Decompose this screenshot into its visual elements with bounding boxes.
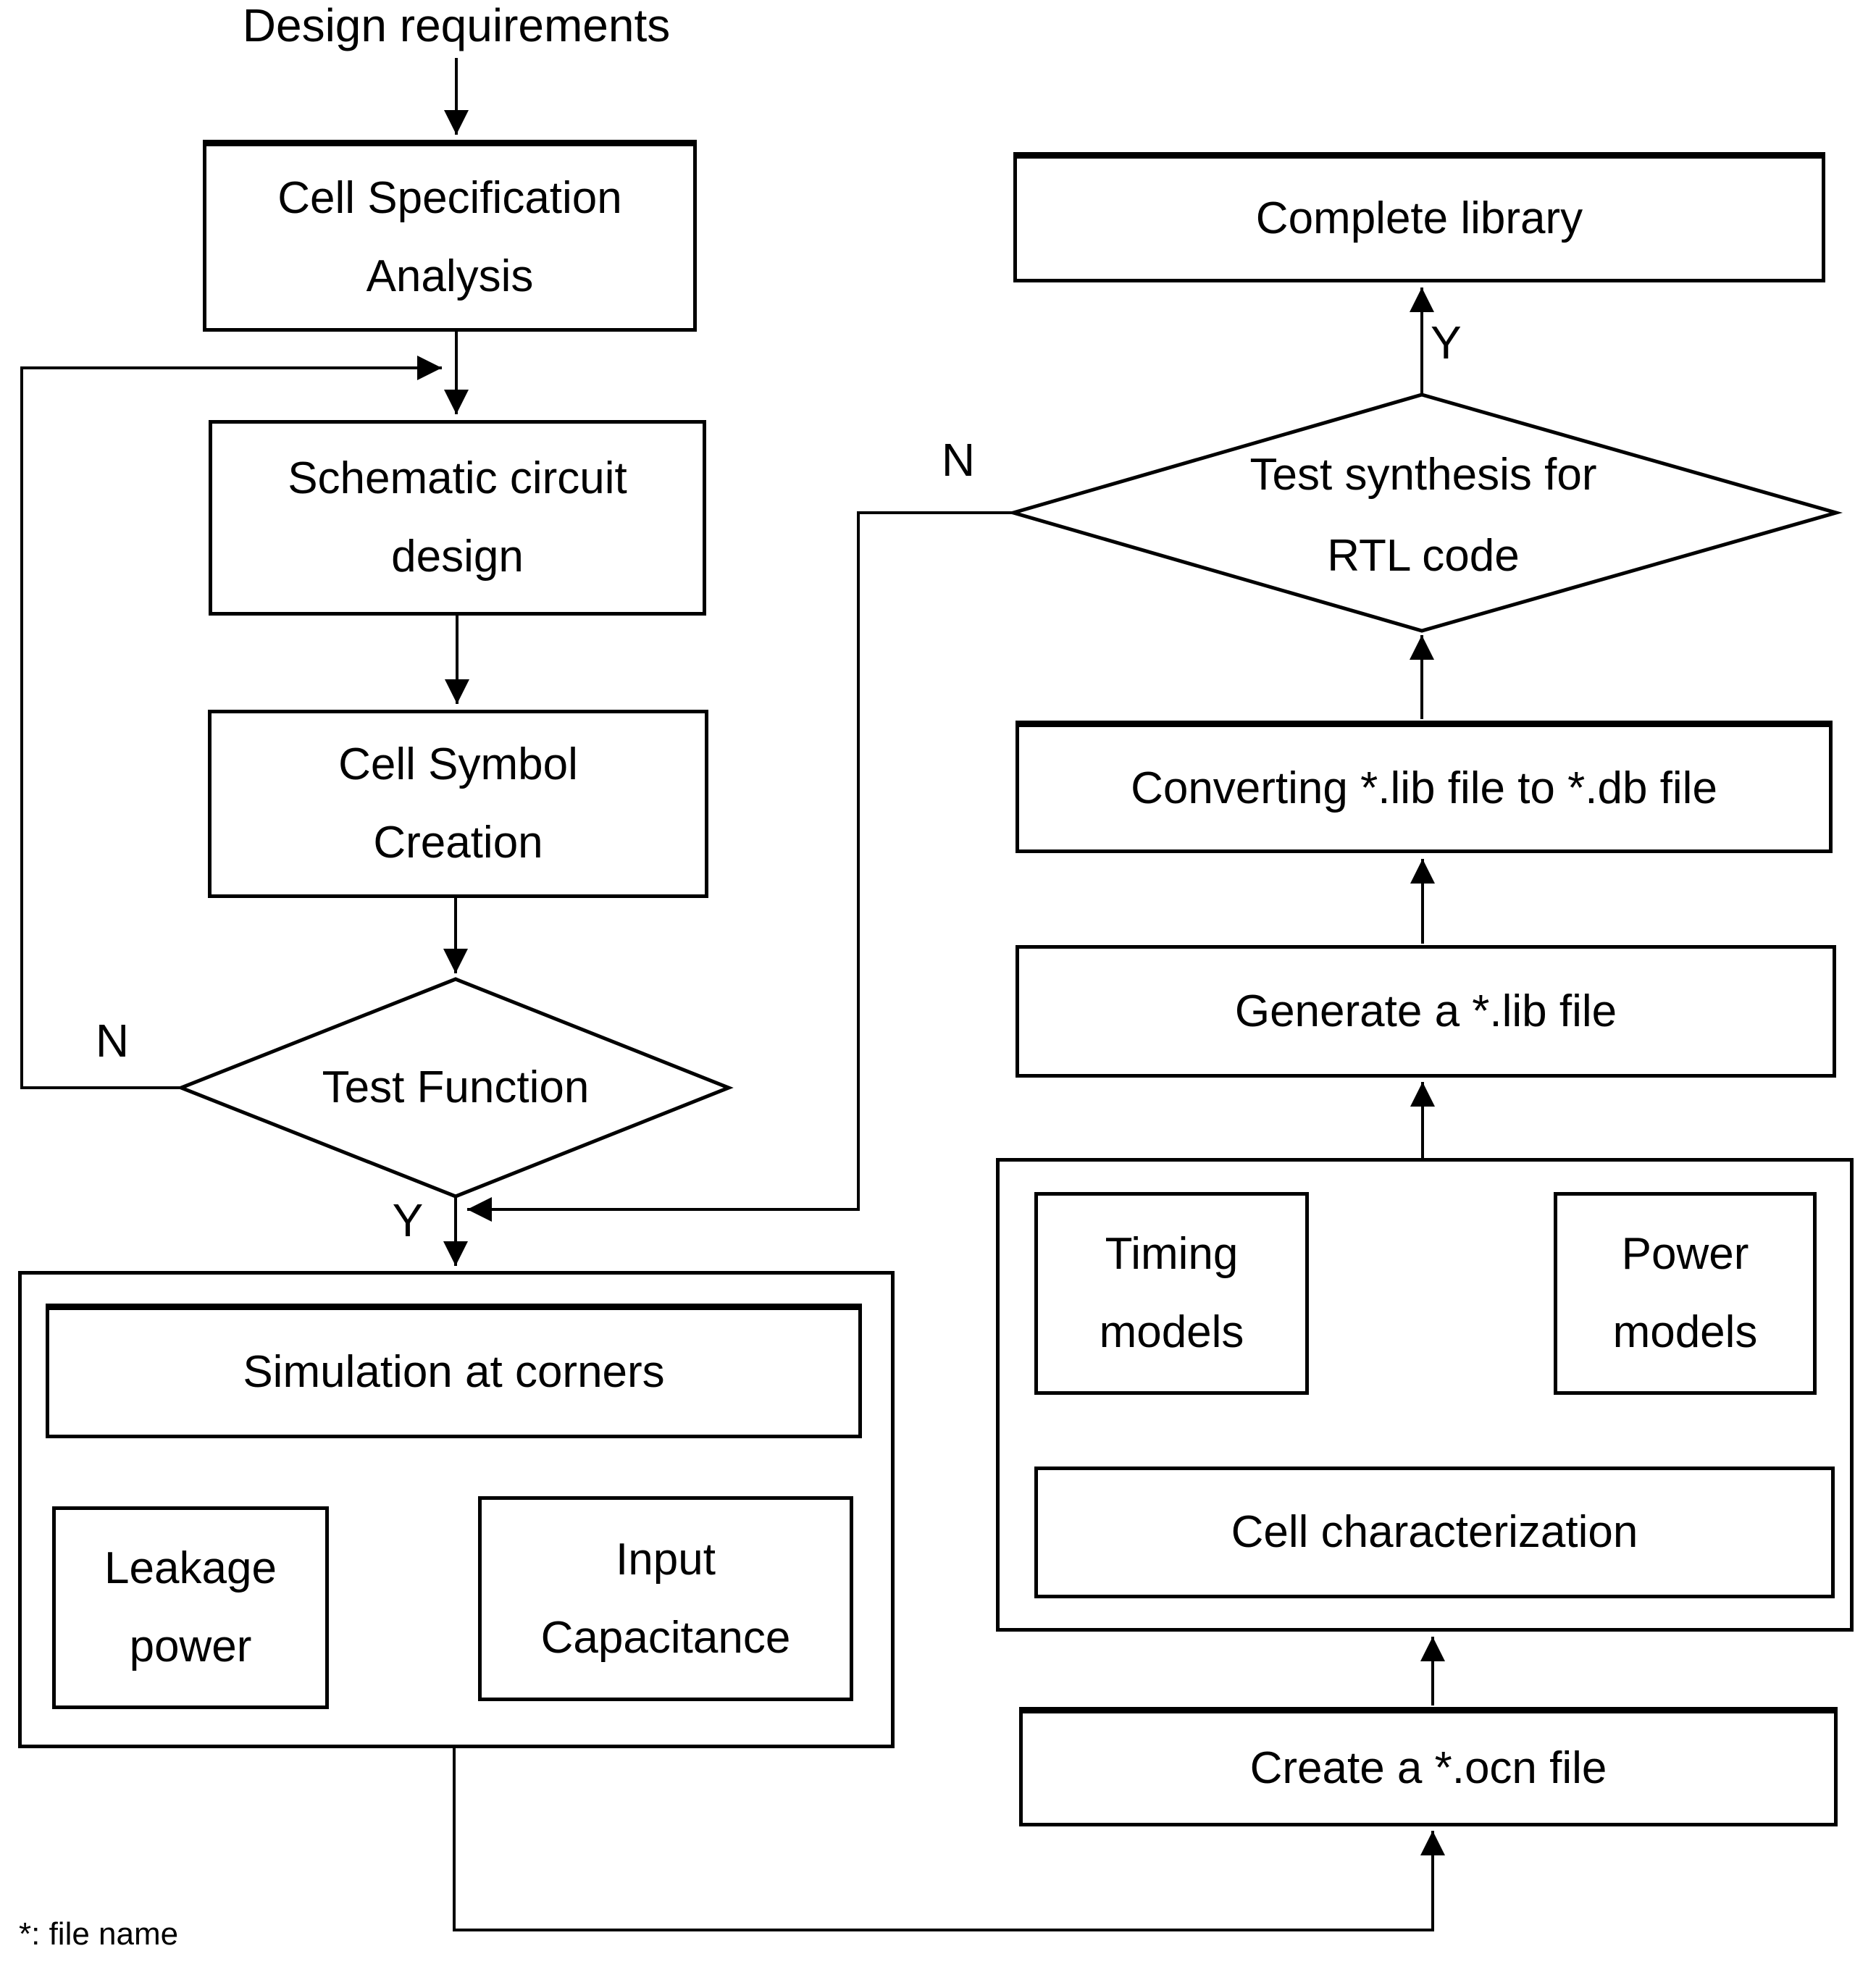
- node-label-line: models: [1099, 1307, 1244, 1357]
- node-label-line: Timing: [1105, 1229, 1239, 1279]
- node-timing-models: Timing models: [1034, 1192, 1309, 1395]
- node-label-line: Leakage: [104, 1543, 277, 1593]
- edge-test-function-no-loop: [20, 356, 442, 1089]
- branch-label-test-synthesis-no: N: [941, 434, 976, 486]
- node-input-capacitance: Input Capacitance: [478, 1496, 853, 1701]
- node-label-line: Cell Symbol: [338, 739, 578, 789]
- node-complete-library: Complete library: [1013, 152, 1825, 282]
- node-label-line: Input: [616, 1534, 716, 1585]
- node-create-ocn-file: Create a *.ocn file: [1019, 1707, 1838, 1826]
- node-label-line: Generate a *.lib file: [1234, 986, 1617, 1036]
- node-cell-characterization: Cell characterization: [1034, 1467, 1835, 1598]
- node-power-models: Power models: [1554, 1192, 1817, 1395]
- node-schematic-circuit-design: Schematic circuit design: [209, 420, 706, 616]
- node-label-line: Schematic circuit: [288, 453, 627, 503]
- decision-test-synthesis-label: Test synthesis for RTL code: [1152, 435, 1695, 597]
- node-label-line: Analysis: [366, 251, 534, 301]
- branch-label-test-function-no: N: [95, 1015, 130, 1067]
- node-label-line: Create a *.ocn file: [1249, 1742, 1607, 1793]
- node-label-line: Complete library: [1255, 193, 1583, 243]
- edge-simulation-to-create-ocn: [453, 1748, 1445, 1931]
- test-function-diamond-shape: [176, 977, 734, 1199]
- node-label-line: Simulation at corners: [243, 1347, 665, 1397]
- decision-test-function-label: Test Function: [322, 1062, 590, 1112]
- branch-label-test-function-yes: Y: [392, 1194, 424, 1246]
- node-label-line: Cell characterization: [1231, 1507, 1638, 1557]
- node-leakage-power: Leakage power: [52, 1506, 329, 1709]
- node-label-line: Power: [1621, 1229, 1749, 1279]
- node-label-line: Creation: [373, 818, 543, 868]
- node-label-line: models: [1612, 1307, 1758, 1357]
- node-converting-lib-to-db: Converting *.lib file to *.db file: [1016, 721, 1833, 853]
- node-label-line: design: [391, 532, 524, 582]
- node-label-line: Converting *.lib file to *.db file: [1131, 763, 1717, 813]
- footnote-file-name: *: file name: [19, 1916, 179, 1952]
- test-synthesis-diamond-shape: [1006, 393, 1843, 633]
- node-simulation-at-corners: Simulation at corners: [46, 1304, 862, 1438]
- node-generate-lib-file: Generate a *.lib file: [1016, 945, 1836, 1078]
- node-label-line: Capacitance: [540, 1612, 791, 1663]
- branch-label-test-synthesis-yes: Y: [1431, 316, 1462, 369]
- decision-label-line: Test synthesis for: [1249, 450, 1597, 500]
- start-label: Design requirements: [242, 0, 671, 51]
- node-cell-specification-analysis: Cell Specification Analysis: [203, 140, 697, 332]
- node-cell-symbol-creation: Cell Symbol Creation: [208, 710, 708, 898]
- decision-label-line: RTL code: [1327, 531, 1520, 581]
- node-label-line: Cell Specification: [277, 172, 622, 223]
- edge-test-synthesis-no-return: [467, 511, 1013, 1222]
- node-label-line: power: [129, 1621, 252, 1671]
